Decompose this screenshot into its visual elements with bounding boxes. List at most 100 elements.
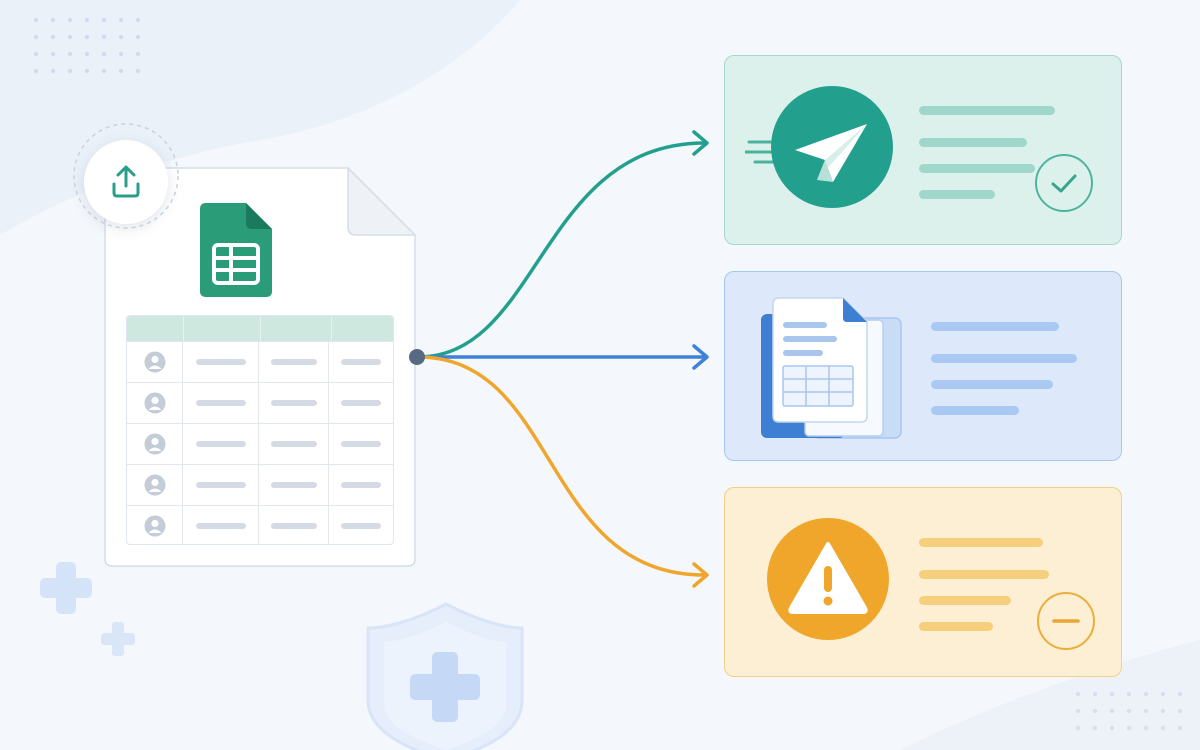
table-cell xyxy=(183,342,259,382)
dot xyxy=(1092,725,1098,731)
dot xyxy=(1092,691,1098,697)
table-header-cell xyxy=(184,316,261,341)
dot xyxy=(135,68,141,74)
dot xyxy=(101,51,107,57)
placeholder-line xyxy=(931,354,1077,363)
table-cell xyxy=(259,342,329,382)
dot xyxy=(50,34,56,40)
placeholder-bar xyxy=(341,441,381,447)
user-avatar-icon xyxy=(144,433,165,455)
table-cell xyxy=(329,424,393,464)
dot xyxy=(1177,725,1183,731)
dot xyxy=(1143,691,1149,697)
dot xyxy=(1126,708,1132,714)
dot xyxy=(84,34,90,40)
table-cell xyxy=(259,465,329,505)
user-avatar-icon xyxy=(144,351,165,373)
placeholder-line xyxy=(919,138,1027,147)
table-header xyxy=(127,316,393,341)
arrow-head-warning xyxy=(692,562,709,588)
document-copies-icon xyxy=(761,297,902,439)
dot xyxy=(118,51,124,57)
dot xyxy=(84,17,90,23)
dot xyxy=(1160,725,1166,731)
dot xyxy=(1075,708,1081,714)
dot xyxy=(33,51,39,57)
placeholder-bar xyxy=(195,400,246,406)
placeholder-line xyxy=(931,406,1019,415)
table-row xyxy=(127,464,393,505)
dot xyxy=(1177,691,1183,697)
placeholder-bar xyxy=(270,441,317,447)
table-cell xyxy=(127,465,183,505)
background-blob-top xyxy=(0,0,520,235)
table-cell xyxy=(259,506,329,544)
check-circle-icon xyxy=(1035,154,1093,212)
dot xyxy=(33,68,39,74)
table-cell xyxy=(259,424,329,464)
dot xyxy=(1109,708,1115,714)
dot xyxy=(135,51,141,57)
placeholder-line xyxy=(919,570,1049,579)
dot xyxy=(67,17,73,23)
table-cell xyxy=(329,506,393,544)
paper-plane-icon xyxy=(745,86,893,208)
table-cell xyxy=(183,383,259,423)
dot-grid xyxy=(1075,691,1183,731)
table-cell xyxy=(127,424,183,464)
table-row xyxy=(127,382,393,423)
dot xyxy=(1143,725,1149,731)
dot xyxy=(67,51,73,57)
dot xyxy=(135,17,141,23)
dot xyxy=(118,68,124,74)
placeholder-line xyxy=(919,596,1011,605)
placeholder-bar xyxy=(270,400,317,406)
table-cell xyxy=(127,383,183,423)
dot xyxy=(1075,725,1081,731)
dot xyxy=(33,17,39,23)
document-card[interactable] xyxy=(724,271,1122,461)
table-cell xyxy=(127,342,183,382)
placeholder-bar xyxy=(195,482,246,488)
placeholder-line xyxy=(919,106,1055,115)
minus-circle-icon xyxy=(1037,592,1095,650)
table-cell xyxy=(183,424,259,464)
dot xyxy=(101,17,107,23)
table-body xyxy=(127,341,393,544)
user-avatar-icon xyxy=(144,474,165,496)
dot xyxy=(1109,691,1115,697)
warning-card[interactable] xyxy=(724,487,1122,677)
dot xyxy=(1075,691,1081,697)
upload-icon xyxy=(112,165,140,198)
table-row xyxy=(127,341,393,382)
placeholder-line xyxy=(919,190,995,199)
placeholder-line xyxy=(931,322,1059,331)
warning-triangle-icon xyxy=(767,518,889,640)
dot xyxy=(118,17,124,23)
upload-badge[interactable] xyxy=(84,140,168,224)
spreadsheet-file-icon xyxy=(200,203,272,297)
table-cell xyxy=(329,383,393,423)
table-cell xyxy=(259,383,329,423)
placeholder-line xyxy=(919,538,1043,547)
dot xyxy=(33,34,39,40)
table-cell xyxy=(127,506,183,544)
dot xyxy=(1092,708,1098,714)
placeholder-bar xyxy=(341,482,381,488)
table-cell xyxy=(329,465,393,505)
dot xyxy=(1126,725,1132,731)
placeholder-bar xyxy=(270,523,317,529)
dot xyxy=(101,34,107,40)
shield-plus-icon xyxy=(366,602,524,750)
dot xyxy=(1160,691,1166,697)
dot-grid xyxy=(33,17,141,74)
placeholder-bar xyxy=(270,359,317,365)
connector-success xyxy=(417,141,706,359)
placeholder-bar xyxy=(341,400,381,406)
success-card[interactable] xyxy=(724,55,1122,245)
placeholder-line xyxy=(919,164,1035,173)
dot xyxy=(101,68,107,74)
contacts-table xyxy=(126,315,394,545)
dot xyxy=(50,51,56,57)
